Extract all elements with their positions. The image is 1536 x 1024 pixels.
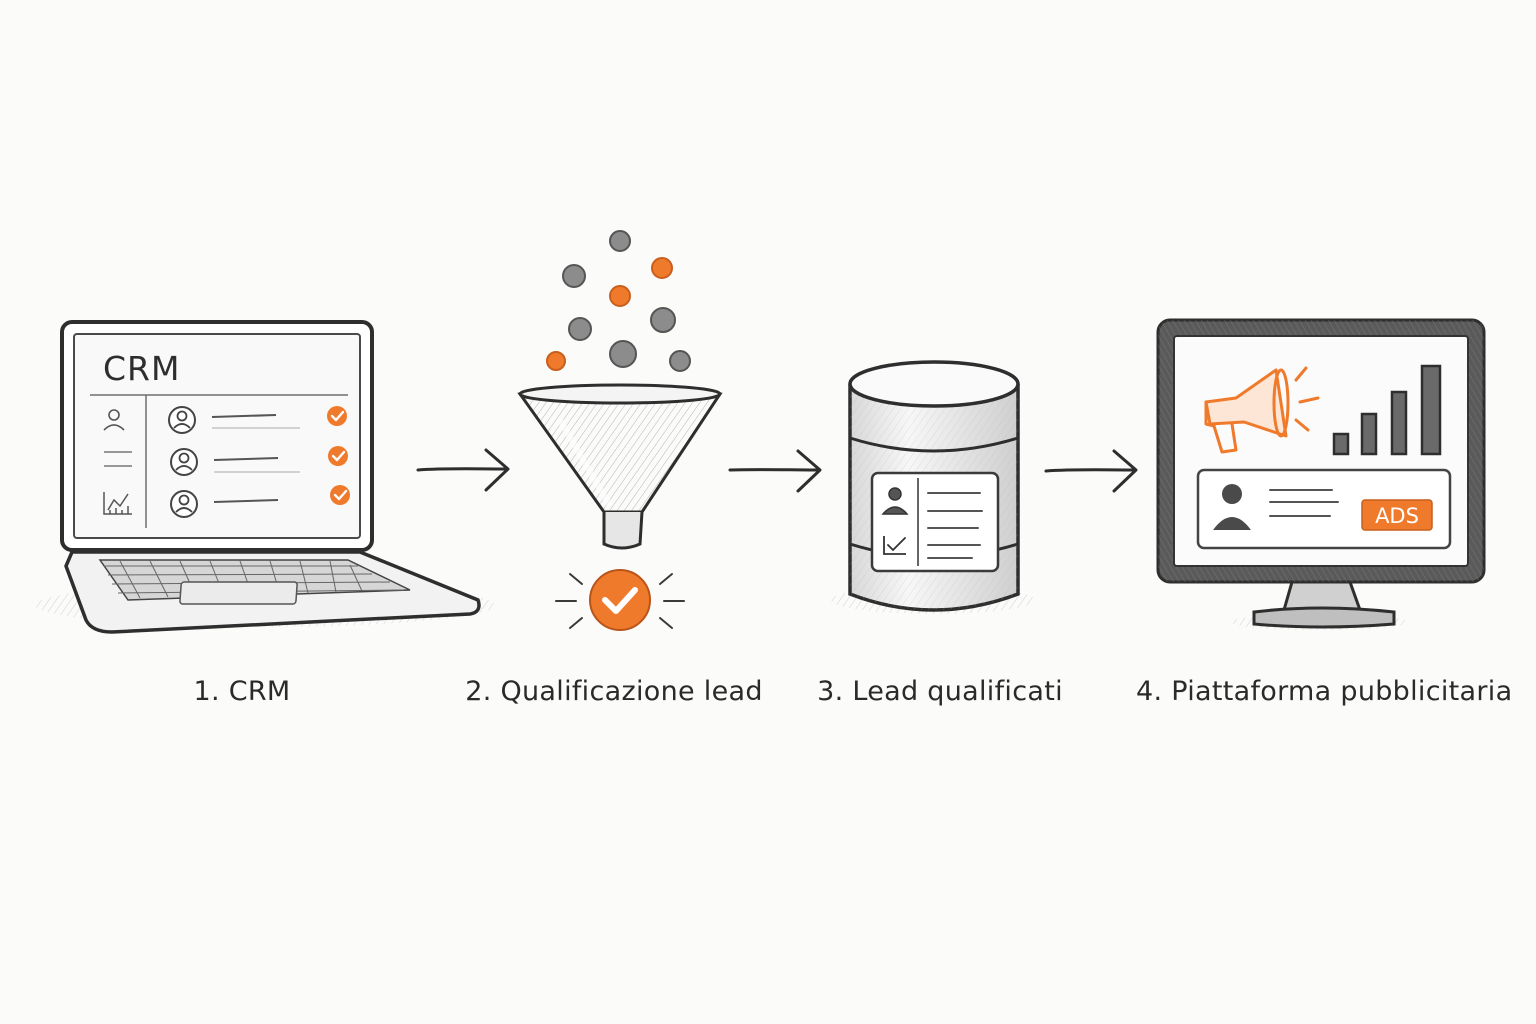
database-icon — [831, 360, 1035, 614]
monitor-icon: ADS — [1156, 318, 1486, 630]
checkbox-icon — [883, 536, 906, 555]
megaphone-icon — [1204, 366, 1320, 454]
lead-card — [870, 471, 1000, 573]
sidebar-chart-icon — [103, 492, 132, 515]
check-icon — [328, 446, 348, 466]
lead-balls — [546, 230, 691, 372]
step-label-crm: 1. CRM — [193, 676, 291, 707]
arrow-right-icon — [416, 448, 510, 492]
check-icon — [327, 406, 347, 426]
user-icon — [1213, 484, 1251, 530]
crm-screen-title: CRM — [103, 349, 180, 388]
check-icon — [589, 569, 651, 631]
crm-row — [170, 485, 350, 518]
ads-badge-label: ADS — [1375, 504, 1419, 528]
sidebar-user-icon — [103, 409, 125, 431]
qualified-check — [555, 569, 685, 631]
ad-card: ADS — [1196, 468, 1452, 550]
arrow-right-icon — [728, 449, 822, 493]
laptop-icon: CRM — [35, 320, 495, 634]
arrow-right-icon — [1044, 449, 1138, 493]
ads-badge — [1361, 499, 1433, 531]
user-icon — [881, 487, 909, 515]
step-label-piattaforma: 4. Piattaforma pubblicitaria — [1136, 676, 1513, 707]
step-label-qualificazione: 2. Qualificazione lead — [465, 676, 763, 707]
funnel-icon — [517, 230, 723, 631]
crm-row — [168, 406, 347, 434]
crm-row — [170, 446, 348, 476]
step-label-lead-qualificati: 3. Lead qualificati — [817, 676, 1063, 707]
check-icon — [330, 485, 350, 505]
bar-chart-icon — [1332, 364, 1442, 456]
